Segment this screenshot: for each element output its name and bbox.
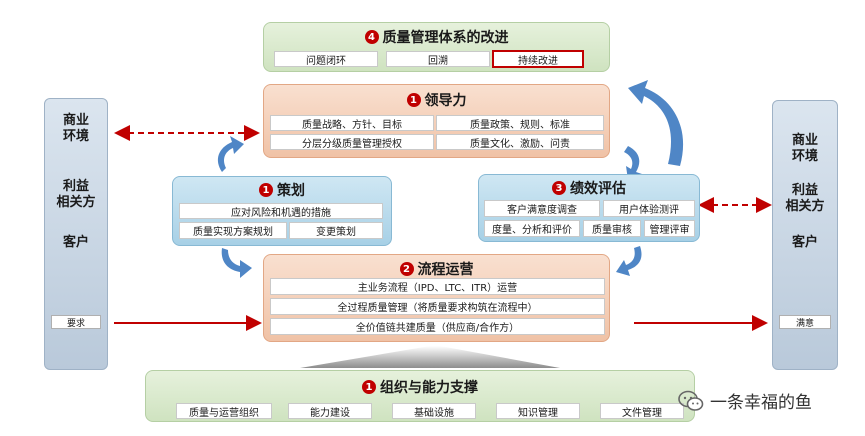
- improvement-number-badge: 4: [364, 30, 379, 44]
- watermark: 一条幸福的鱼: [678, 388, 812, 413]
- planning-item-scheme: 质量实现方案规划: [179, 222, 287, 239]
- left-side-line-5: 客户: [62, 235, 89, 250]
- evaluation-panel: 3 绩效评估 客户满意度调查 用户体验测评 度量、分析和评价 质量审核 管理评审: [478, 174, 700, 242]
- planning-panel: 1 策划 应对风险和机遇的措施 质量实现方案规划 变更策划: [172, 176, 392, 246]
- right-side-line-1: 商业: [791, 133, 818, 148]
- support-title: 1 组织与能力支撑: [146, 377, 694, 397]
- operations-item-value-chain: 全价值链共建质量（供应商/合作方）: [270, 318, 605, 335]
- left-side-line-2: 环境: [62, 129, 89, 144]
- left-side-stakeholders: 利益 相关方: [45, 179, 107, 211]
- right-side-line-5: 客户: [791, 235, 818, 250]
- left-side-line-4: 相关方: [56, 195, 96, 210]
- left-side-panel: 商业 环境 利益 相关方 客户 要求: [44, 98, 108, 370]
- planning-title: 1 策划: [173, 180, 391, 200]
- leadership-number-badge: 1: [406, 93, 421, 107]
- cycle-arrow-right-top: [624, 146, 642, 180]
- right-side-panel: 商业 环境 利益 相关方 客户 满意: [772, 100, 838, 370]
- wechat-icon: [678, 390, 704, 411]
- evaluation-title-text: 绩效评估: [570, 181, 626, 197]
- operations-title-text: 流程运营: [417, 262, 474, 278]
- cycle-arrow-top-right: [628, 80, 684, 166]
- right-side-line-3: 利益: [791, 183, 818, 198]
- support-panel: 1 组织与能力支撑 质量与运营组织 能力建设 基础设施 知识管理 文件管理: [145, 370, 695, 422]
- evaluation-title: 3 绩效评估: [479, 178, 699, 198]
- watermark-text: 一条幸福的鱼: [710, 393, 812, 413]
- leadership-panel: 1 领导力 质量战略、方针、目标 质量政策、规则、标准 分层分级质量管理授权 质…: [263, 84, 610, 158]
- operations-item-main-process: 主业务流程（IPD、LTC、ITR）运营: [270, 278, 605, 295]
- leadership-item-culture: 质量文化、激励、问责: [436, 134, 604, 150]
- support-item-knowledge: 知识管理: [496, 403, 580, 419]
- planning-item-risk: 应对风险和机遇的措施: [179, 203, 383, 219]
- left-side-requirement-box: 要求: [51, 315, 101, 329]
- support-item-capability: 能力建设: [288, 403, 372, 419]
- evaluation-number-badge: 3: [552, 181, 566, 195]
- right-side-line-4: 相关方: [785, 199, 825, 214]
- leadership-title-text: 领导力: [424, 93, 467, 109]
- left-side-business: 商业 环境: [45, 113, 107, 145]
- cycle-arrow-right-bottom: [616, 246, 642, 276]
- right-side-business: 商业 环境: [773, 133, 837, 165]
- planning-number-badge: 1: [259, 183, 273, 197]
- planning-item-change: 变更策划: [289, 222, 383, 239]
- evaluation-item-audit: 质量审核: [583, 220, 641, 237]
- support-item-organization: 质量与运营组织: [176, 403, 272, 419]
- planning-title-text: 策划: [277, 183, 305, 199]
- leadership-item-policy: 质量政策、规则、标准: [436, 115, 604, 131]
- cycle-arrow-left-top: [217, 136, 244, 172]
- operations-panel: 2 流程运营 主业务流程（IPD、LTC、ITR）运营 全过程质量管理（将质量要…: [263, 254, 610, 342]
- improvement-item-closed-loop: 问题闭环: [274, 51, 378, 67]
- evaluation-item-ux: 用户体验测评: [603, 200, 695, 217]
- operations-number-badge: 2: [399, 262, 414, 276]
- operations-title: 2 流程运营: [264, 259, 609, 279]
- left-side-customer: 客户: [45, 235, 107, 251]
- right-side-customer: 客户: [773, 235, 837, 251]
- right-side-satisfaction-box: 满意: [779, 315, 831, 329]
- leadership-item-authorization: 分层分级质量管理授权: [270, 134, 434, 150]
- support-title-text: 组织与能力支撑: [380, 380, 478, 396]
- evaluation-item-review: 管理评审: [644, 220, 695, 237]
- improvement-panel: 4 质量管理体系的改进 问题闭环 回溯 持续改进: [263, 22, 610, 72]
- support-number-badge: 1: [362, 380, 376, 394]
- leadership-item-strategy: 质量战略、方针、目标: [270, 115, 434, 131]
- left-side-line-3: 利益: [62, 179, 89, 194]
- evaluation-item-satisfaction: 客户满意度调查: [484, 200, 600, 217]
- evaluation-item-measure: 度量、分析和评价: [484, 220, 580, 237]
- support-item-infrastructure: 基础设施: [392, 403, 476, 419]
- improvement-item-trace-back: 回溯: [386, 51, 490, 67]
- improvement-title-text: 质量管理体系的改进: [382, 30, 509, 46]
- right-side-stakeholders: 利益 相关方: [773, 183, 837, 215]
- right-side-line-2: 环境: [791, 149, 818, 164]
- leadership-title: 1 领导力: [264, 90, 609, 110]
- left-side-line-1: 商业: [62, 113, 89, 128]
- improvement-title: 4 质量管理体系的改进: [264, 27, 609, 47]
- improvement-item-continuous: 持续改进: [492, 50, 584, 68]
- cycle-arrow-left-bottom: [221, 248, 252, 278]
- operations-item-full-process: 全过程质量管理（将质量要求构筑在流程中）: [270, 298, 605, 315]
- support-fan: [300, 346, 560, 368]
- support-item-documents: 文件管理: [600, 403, 684, 419]
